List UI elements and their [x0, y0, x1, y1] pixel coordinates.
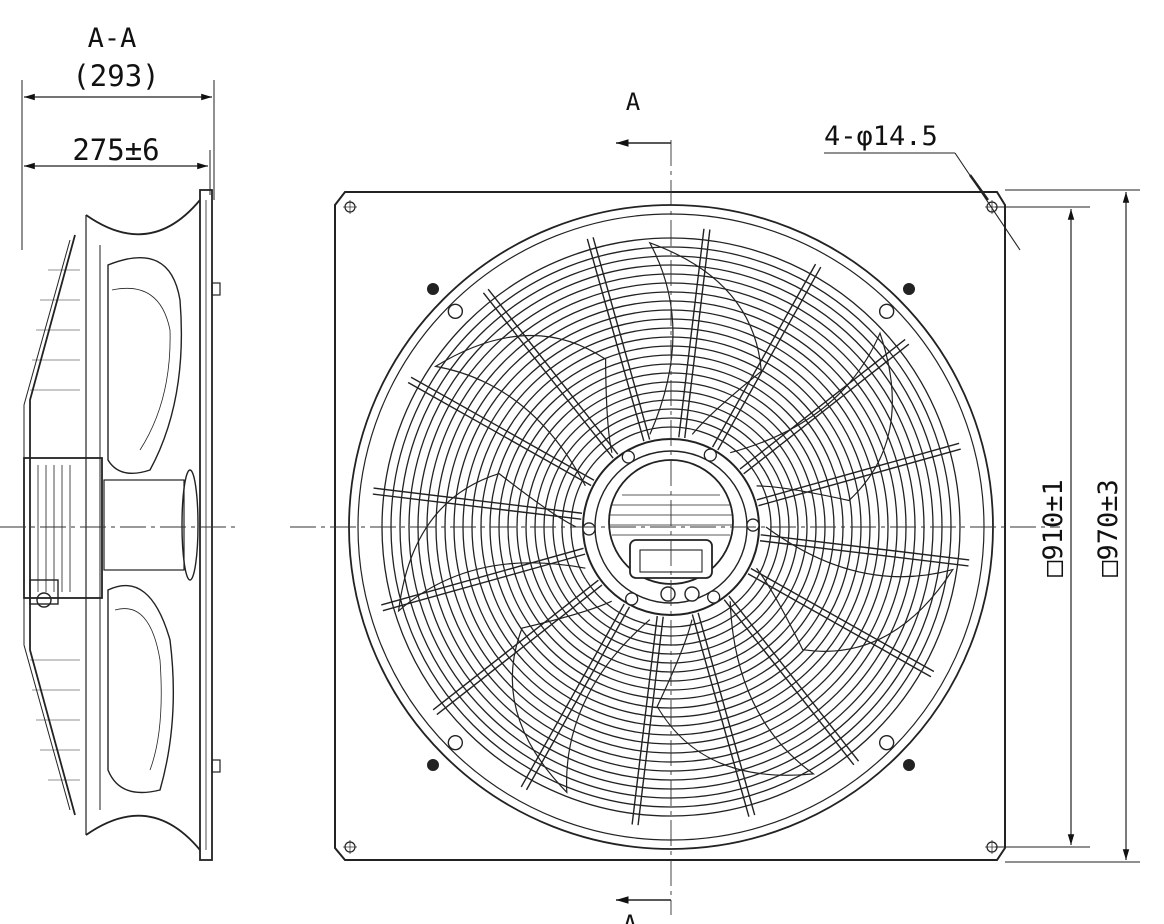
- spoke: [631, 615, 658, 825]
- spoke: [723, 599, 855, 766]
- inner-square-label: □910±1: [1038, 479, 1069, 577]
- spoke: [739, 338, 906, 470]
- spoke: [372, 493, 582, 520]
- blade: [511, 600, 651, 794]
- spoke: [717, 266, 822, 451]
- spoke: [759, 540, 969, 567]
- spoke: [436, 584, 603, 716]
- section-marker-bottom: A: [623, 910, 638, 924]
- guard-mount: [447, 734, 464, 751]
- spoke: [482, 292, 614, 459]
- spoke: [711, 263, 817, 448]
- spoke: [520, 603, 625, 788]
- spoke: [758, 448, 961, 507]
- spoke: [697, 612, 756, 816]
- bolt-holes: [427, 283, 915, 771]
- spoke: [747, 573, 932, 678]
- guard-mount: [447, 303, 464, 320]
- spoke: [382, 553, 586, 612]
- blade: [433, 335, 613, 487]
- hole-leader: [824, 152, 1021, 251]
- blade: [648, 241, 762, 435]
- spoke: [756, 442, 960, 501]
- mounting-plate: [334, 191, 1006, 861]
- spoke: [678, 228, 705, 438]
- hole-callout: 4-φ14.5: [824, 121, 938, 152]
- spoke: [373, 487, 583, 514]
- guard-mount: [878, 303, 895, 320]
- spoke: [407, 381, 592, 487]
- spoke: [750, 567, 935, 673]
- spoke: [691, 614, 750, 817]
- hub-bolt: [582, 522, 596, 536]
- spoke: [487, 288, 619, 455]
- spoke: [743, 343, 910, 475]
- spoke: [586, 238, 645, 442]
- spoke: [381, 547, 584, 606]
- overall-depth-label: (293): [72, 59, 159, 93]
- spoke: [432, 579, 599, 711]
- section-marker-arrows: [616, 139, 671, 904]
- blade: [397, 472, 586, 613]
- blade: [656, 601, 816, 776]
- outer-square-label: □970±3: [1093, 479, 1124, 577]
- spoke: [760, 534, 970, 561]
- hub-bolt: [746, 518, 760, 532]
- spoke: [637, 616, 664, 826]
- corner-holes: [343, 200, 999, 854]
- spoke: [592, 237, 651, 440]
- blade: [756, 526, 955, 652]
- impeller-blades: [397, 241, 955, 794]
- section-title: A-A: [88, 23, 137, 54]
- front-view: [0, 139, 1140, 915]
- depth-tolerance-label: 275±6: [72, 133, 159, 167]
- hub-bolt: [621, 450, 635, 464]
- guard-mount: [878, 734, 895, 751]
- hub-bolt: [707, 590, 721, 604]
- spoke: [525, 606, 631, 791]
- center-lines: [290, 140, 1060, 915]
- hub-bolt: [703, 448, 717, 462]
- guard-spokes: [372, 228, 970, 826]
- spoke: [410, 376, 595, 481]
- hub-bolt: [625, 592, 639, 606]
- side-section-view: [21, 80, 221, 861]
- section-marker-top: A: [626, 88, 641, 116]
- spoke: [728, 595, 860, 762]
- spoke: [684, 229, 711, 439]
- hub-bolts: [582, 448, 760, 606]
